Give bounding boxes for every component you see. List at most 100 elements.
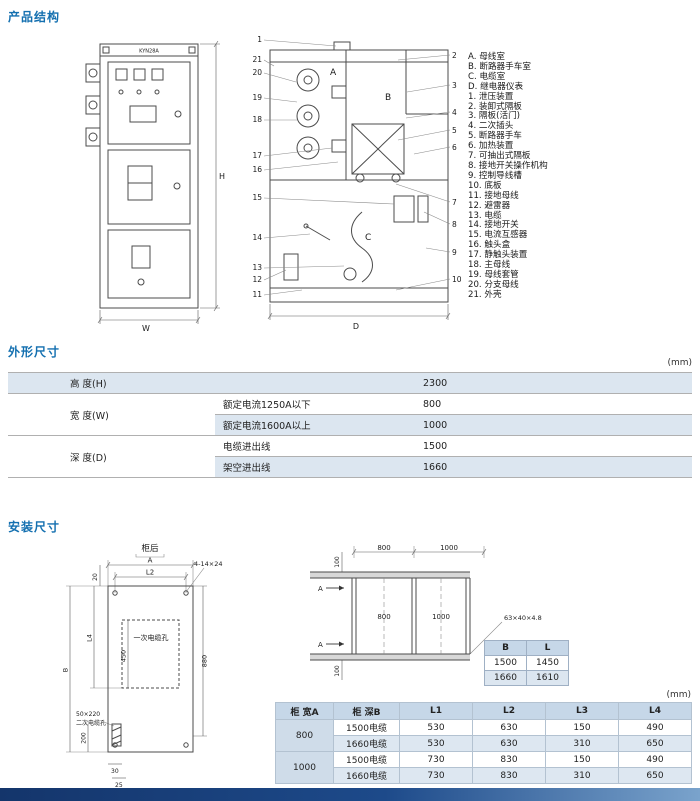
table-cell: 1450 (526, 655, 569, 671)
legend-item: 7. 可抽出式隔板 (468, 151, 531, 162)
legend-item: 1. 泄压装置 (468, 91, 514, 102)
legend-item: D. 继电器仪表 (468, 81, 524, 92)
callout-number: 3 (452, 81, 457, 90)
table-row: 高 度(H) 2300 (8, 372, 692, 394)
callout-number: 10 (452, 275, 462, 284)
legend-item: A. 母线室 (468, 52, 505, 62)
table-cell: 530 (399, 719, 473, 736)
row-value: 2300 (415, 372, 692, 394)
dim-label-a: A (148, 557, 153, 565)
callout-number: 9 (452, 248, 457, 257)
callout-numbers-right: 2 3 4 5 6 7 8 9 10 (452, 51, 462, 284)
callout-number: 19 (252, 93, 262, 102)
angle-steel-note: 63×40×4.8 (504, 614, 542, 622)
col-header-width-a: 柜 宽A (275, 702, 334, 720)
front-view-drawing: KYN28A H W (85, 40, 225, 333)
legend-item: 3. 隔板(活门) (468, 111, 521, 122)
footer-bar (0, 788, 700, 801)
dim-label-d: D (353, 322, 359, 331)
legend-item: 4. 二次插头 (468, 121, 514, 132)
cut-label-a-bottom: A (318, 641, 323, 649)
table-row: 1000 1500电缆 730 830 150 490 (275, 751, 692, 784)
table-cell: 1500电缆 (333, 751, 400, 768)
legend-item: 2. 装卸式隔板 (468, 101, 522, 112)
legend-item: C. 电缆室 (468, 71, 506, 82)
callout-number: 4 (452, 108, 457, 117)
table-row: 1660 1610 (484, 670, 569, 686)
dim-label-20: 20 (92, 573, 99, 581)
cabinet-bays (310, 571, 471, 661)
dim-label-1000-mid: 1000 (432, 613, 450, 621)
table-cell: 730 (399, 751, 473, 768)
front-dim-lines (97, 40, 220, 324)
cabinet-footprint (107, 585, 194, 753)
dim-label-200: 200 (81, 732, 88, 744)
callout-number: 16 (252, 165, 262, 174)
col-header-b: B (484, 640, 527, 656)
col-header-l3: L3 (545, 702, 619, 720)
outline-dimensions-table: 高 度(H) 2300 宽 度(W) 额定电流1250A以下 800 额定电流1… (8, 372, 692, 478)
legend-item: 16. 触头盒 (468, 240, 511, 251)
legend-item: 17. 静触头装置 (468, 250, 528, 261)
row-sub: 架空进出线 (215, 456, 415, 478)
row-value: 1500 (415, 435, 692, 457)
model-label: KYN28A (139, 49, 159, 55)
col-header-l2: L2 (472, 702, 546, 720)
legend-item: 14. 接地开关 (468, 220, 519, 231)
table-cell: 1660 (484, 670, 527, 686)
row-value: 800 (415, 393, 692, 415)
bl-lookup-table: B L 1500 1450 1660 1610 (484, 640, 569, 686)
compartment-a-label: A (330, 68, 337, 78)
layout-dim-lines (341, 548, 487, 680)
top-wall-band (310, 572, 470, 578)
table-cell: 150 (545, 719, 619, 736)
table-cell: 1660电缆 (333, 735, 400, 752)
legend-item: 5. 断路器手车 (468, 131, 522, 142)
col-header-l1: L1 (399, 702, 473, 720)
dim-label-880: 880 (201, 655, 209, 667)
row-sub (215, 372, 415, 394)
callout-number: 11 (252, 290, 262, 299)
callout-numbers-left: 1 21 20 19 18 17 16 15 14 13 12 11 (252, 35, 262, 299)
callout-number: 7 (452, 198, 457, 207)
section-title-structure: 产品结构 (8, 10, 61, 24)
callout-number: 14 (252, 233, 262, 242)
dim-label-800-top: 800 (377, 544, 390, 552)
dim-label-1000-top: 1000 (440, 544, 458, 552)
dim-label-100-top: 100 (334, 556, 341, 568)
table-row: B L (484, 640, 569, 656)
dim-label-30: 30 (111, 768, 119, 775)
table-header-row: 柜 宽A 柜 深B L1 L2 L3 L4 (275, 702, 692, 720)
table-cell: 490 (618, 751, 692, 768)
compartment-b-label: B (385, 93, 391, 103)
table-row: 1660电缆 730 830 310 650 (276, 767, 692, 784)
cabinet-rear-label: 柜后 (141, 543, 159, 554)
dim-label-b: B (62, 668, 70, 672)
col-header-l: L (526, 640, 569, 656)
bay-center-lines (383, 578, 442, 654)
section-title-outline: 外形尺寸 (8, 345, 61, 359)
row-sub: 额定电流1250A以下 (215, 393, 415, 415)
table-cell: 1500 (484, 655, 527, 671)
callout-number: 21 (252, 55, 262, 64)
dim-label-800-mid: 800 (377, 613, 390, 621)
dim-label-h: H (219, 172, 225, 181)
install-dim-lines (69, 561, 204, 779)
dim-label-l2: L2 (146, 569, 154, 577)
secondary-hole-size-label: 50×220 (76, 711, 100, 718)
structure-legend: A. 母线室 B. 断路器手车室 C. 电缆室 D. 继电器仪表 1. 泄压装置… (468, 52, 696, 301)
section-dim-lines (267, 304, 451, 320)
legend-item: 12. 避雷器 (468, 200, 511, 211)
callout-number: 1 (257, 35, 262, 44)
row-value: 1000 (415, 414, 692, 436)
legend-item: 20. 分支母线 (468, 279, 519, 290)
install-layout-drawing: 800 1000 100 800 1000 100 A A 63×40×4.8 (310, 544, 542, 680)
table-cell: 650 (618, 735, 692, 752)
table-row: 1500 1450 (484, 655, 569, 671)
section-cut-arrows (326, 585, 344, 647)
legend-item: 13. 电缆 (468, 210, 502, 221)
install-extension-lines (66, 554, 207, 753)
table-cell: 150 (545, 751, 619, 768)
unit-note-install: (mm) (666, 690, 691, 700)
